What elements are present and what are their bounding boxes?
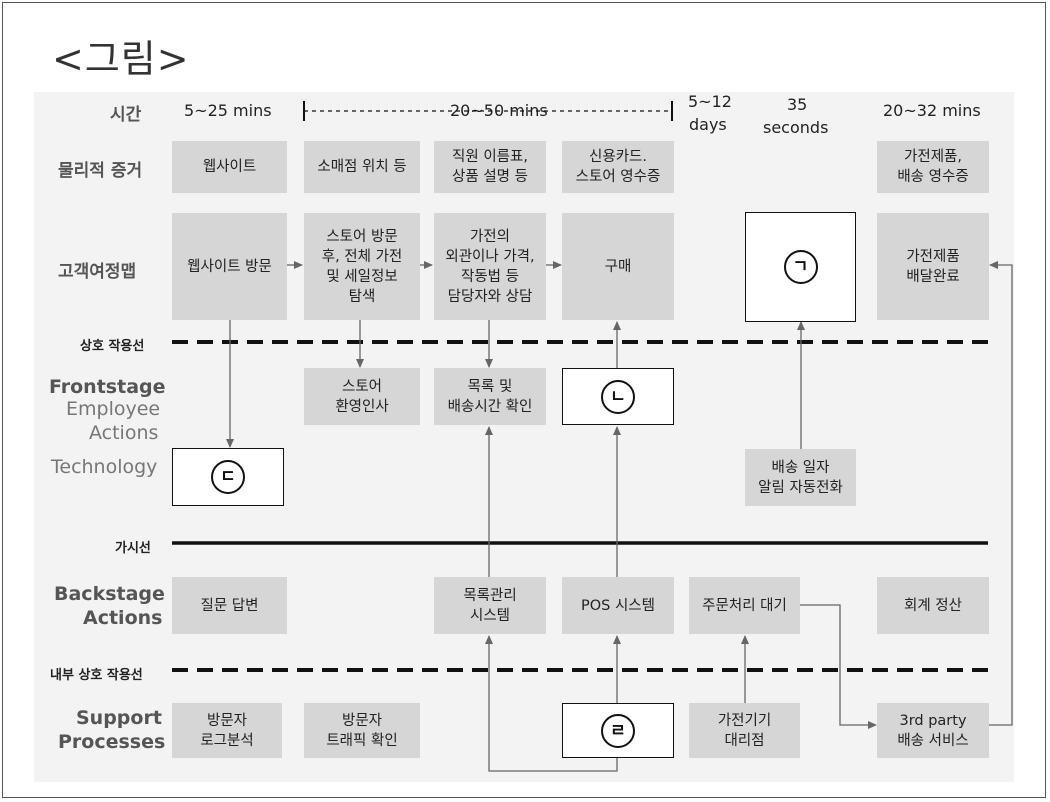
row-label-support: Support (76, 707, 162, 729)
row-label-actions: Actions (89, 422, 159, 444)
journey-purchase: 구매 (562, 213, 674, 320)
backstage-accounting: 회계 정산 (877, 577, 989, 634)
journey-website-visit: 웹사이트 방문 (172, 213, 287, 320)
row-label-technology: Technology (51, 456, 158, 478)
row-label-backstage: Backstage (54, 583, 165, 605)
time-label-5: 20~32 mins (883, 101, 981, 120)
row-label-time: 시간 (110, 105, 142, 125)
physical-evidence-store: 소매점 위치 등 (304, 141, 420, 193)
blank-marker-d: ㄹ (601, 713, 635, 748)
technology-blank-c: ㄷ (172, 448, 284, 506)
row-label-customer-journey: 고객여정맵 (58, 262, 137, 282)
physical-evidence-receipt: 신용카드.스토어 영수증 (562, 141, 674, 193)
backstage-qna: 질문 답변 (172, 577, 287, 634)
row-label-employee: Employee (66, 398, 161, 420)
physical-evidence-website: 웹사이트 (172, 141, 287, 193)
time-label-1: 5~25 mins (184, 101, 272, 120)
blank-marker-c: ㄷ (211, 460, 245, 494)
frontstage-blank-b: ㄴ (562, 368, 674, 425)
row-label-processes: Processes (58, 731, 166, 753)
visibility-line-label: 가시선 (115, 541, 151, 556)
time-span-bracket (303, 101, 673, 121)
time-label-3-line2: days (689, 115, 727, 134)
backstage-order-waiting: 주문처리 대기 (689, 577, 800, 634)
time-label-3-line1: 5~12 (688, 92, 732, 111)
row-label-backstage-actions: Actions (83, 607, 163, 629)
time-label-4-line1: 35 (787, 95, 808, 114)
journey-blank-a: ㄱ (745, 212, 856, 322)
blank-marker-b: ㄴ (601, 379, 635, 414)
row-label-physical-evidence: 물리적 증거 (58, 161, 143, 181)
blueprint-panel (34, 92, 1014, 782)
figure-title: <그림> (52, 37, 190, 81)
internal-interaction-line-label: 내부 상호 작용선 (50, 668, 143, 683)
interaction-line-label: 상호 작용선 (80, 339, 145, 354)
row-label-frontstage: Frontstage (49, 376, 166, 398)
backstage-pos-system: POS 시스템 (562, 577, 674, 634)
time-label-4-line2: seconds (763, 118, 829, 137)
physical-evidence-delivery-receipt: 가전제품,배송 영수증 (877, 141, 989, 193)
blank-marker-a: ㄱ (783, 250, 818, 284)
physical-evidence-name-tags: 직원 이름표,상품 설명 등 (434, 141, 546, 193)
support-blank-d: ㄹ (562, 703, 674, 758)
